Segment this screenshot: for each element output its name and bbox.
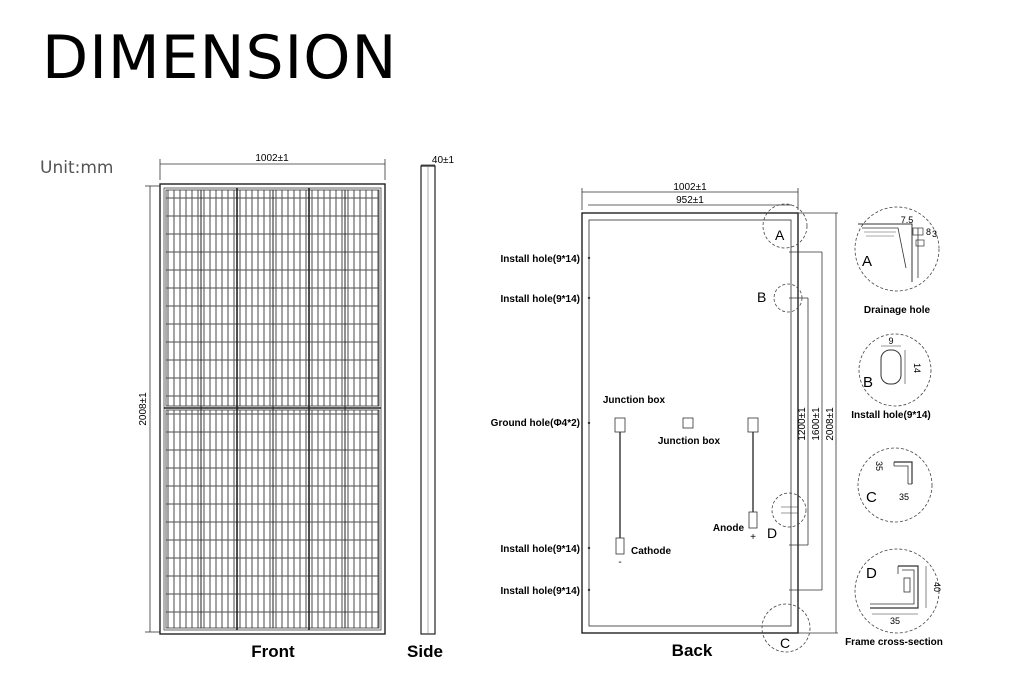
side-caption: Side — [407, 642, 443, 661]
marker-a: A — [775, 227, 785, 243]
marker-a-circle — [762, 203, 808, 249]
page-title: DIMENSION — [42, 23, 398, 93]
marker-d-circle — [771, 492, 807, 528]
detail-b-caption: Install hole(9*14) — [851, 410, 930, 421]
detail-d-dim-2: 35 — [890, 616, 900, 626]
marker-c: C — [780, 635, 790, 651]
install-hole-label-4: Install hole(9*14) — [501, 586, 580, 597]
detail-a-dim-1: 7.5 — [901, 215, 914, 225]
detail-a-caption: Drainage hole — [864, 305, 931, 316]
detail-b-letter: B — [863, 374, 873, 391]
marker-d: D — [767, 525, 777, 541]
front-view: 1002±1 2008±1 Front — [138, 153, 386, 661]
install-hole-label-1: Install hole(9*14) — [501, 254, 580, 265]
junction-box-label-top: Junction box — [603, 395, 666, 406]
install-hole-label-3: Install hole(9*14) — [501, 544, 580, 555]
detail-a-letter: A — [862, 253, 872, 270]
back-outer-width-label: 1002±1 — [673, 182, 707, 193]
unit-label: Unit:mm — [40, 158, 114, 178]
junction-box — [682, 417, 694, 429]
back-caption: Back — [672, 641, 713, 660]
plus-sign: + — [750, 532, 756, 543]
back-inner-width-label: 952±1 — [676, 195, 704, 206]
dim-2008-label: 2008±1 — [825, 407, 836, 441]
front-caption: Front — [251, 642, 295, 661]
detail-c-letter: C — [866, 489, 877, 506]
back-view: 1002±1 952±1 1600±1 1200±1 2008±1 Instal… — [491, 182, 838, 660]
side-thickness-label: 40±1 — [432, 155, 455, 166]
marker-b-circle — [773, 283, 803, 313]
anode-label: Anode — [713, 523, 745, 534]
detail-c-dim-1: 35 — [874, 461, 884, 471]
detail-b: 9 14 B Install hole(9*14) — [851, 333, 932, 421]
marker-c-circle — [761, 603, 811, 653]
detail-b-dim-1: 9 — [888, 336, 893, 346]
detail-a-dim-2: 8 — [926, 227, 931, 237]
detail-c: 35 35 C — [857, 447, 933, 523]
side-view: 40±1 Side — [407, 155, 454, 661]
detail-a-dim-3: 3 — [932, 229, 937, 239]
detail-d-dim-1: 40 — [932, 582, 942, 592]
detail-d-caption: Frame cross-section — [845, 637, 943, 648]
install-hole-label-2: Install hole(9*14) — [501, 294, 580, 305]
detail-c-dim-2: 35 — [899, 492, 909, 502]
junction-box-label-mid: Junction box — [658, 436, 721, 447]
cathode-label: Cathode — [631, 546, 671, 557]
detail-b-dim-2: 14 — [912, 363, 922, 373]
front-height-label: 2008±1 — [138, 392, 149, 426]
front-width-label: 1002±1 — [255, 153, 289, 164]
dim-1200-label: 1200±1 — [797, 407, 808, 441]
detail-d-letter: D — [866, 565, 877, 582]
detail-a: 7.5 8 3 A Drainage hole — [854, 206, 940, 316]
dim-1600-label: 1600±1 — [811, 407, 822, 441]
detail-d: 40 35 D Frame cross-section — [845, 548, 943, 648]
marker-b: B — [757, 289, 766, 305]
minus-sign: - — [618, 557, 621, 568]
ground-hole-label: Ground hole(Φ4*2) — [491, 418, 580, 429]
